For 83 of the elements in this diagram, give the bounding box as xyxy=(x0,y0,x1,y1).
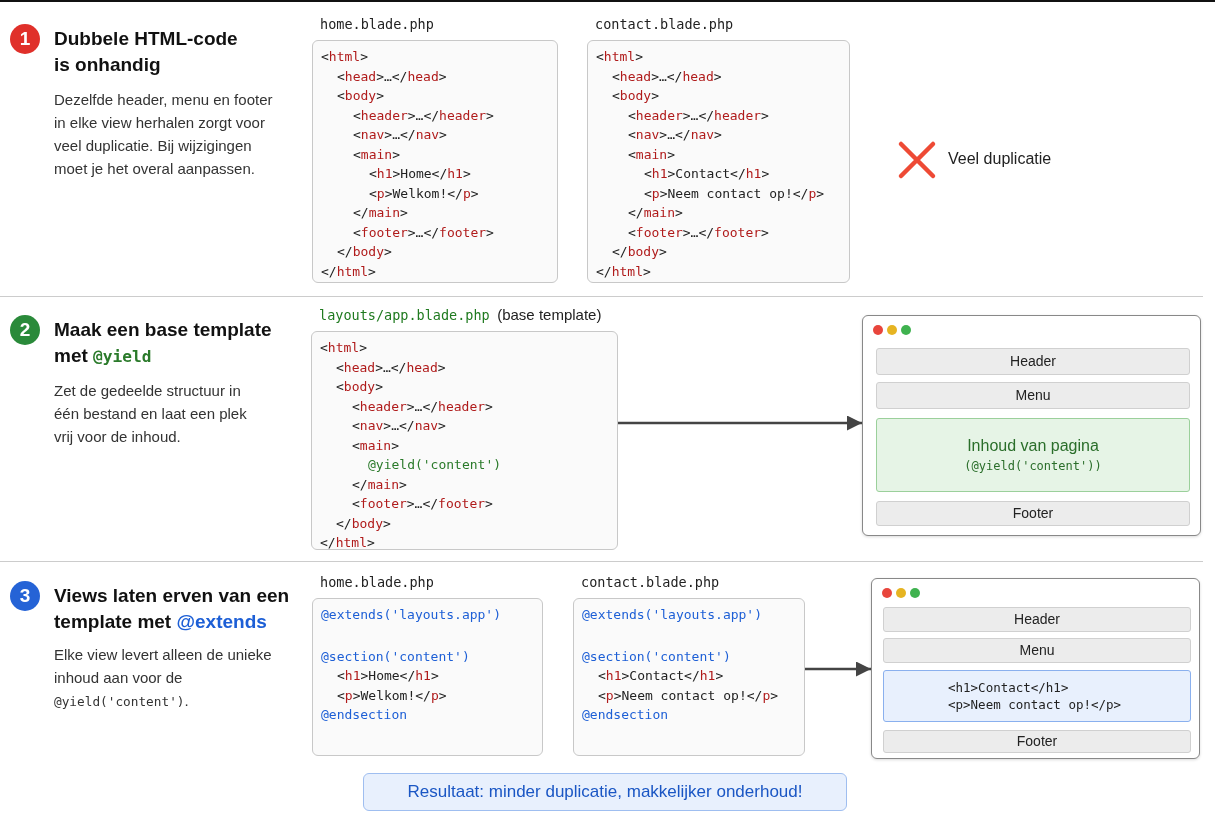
code-line: @endsection xyxy=(582,706,669,724)
code-line: </main> xyxy=(352,475,407,494)
code-line: <nav>…</nav> xyxy=(352,417,446,435)
code-snippet: (@yield('content')) xyxy=(964,458,1102,475)
code-line: <head>…</head> xyxy=(336,358,446,377)
menu-bar: Menu xyxy=(876,382,1190,409)
code-line: </main> xyxy=(353,204,408,222)
code-line: </body> xyxy=(612,243,667,261)
code-line: @section('content') xyxy=(321,647,470,666)
code-line: <h1>Home</h1> xyxy=(337,667,439,685)
header-bar: Header xyxy=(883,607,1191,632)
step-heading: Dubbele HTML-code is onhandig xyxy=(54,27,239,77)
file-name: contact.blade.php xyxy=(581,574,720,590)
footer-bar: Footer xyxy=(876,501,1190,526)
code-line: </main> xyxy=(628,204,683,222)
code-line: <main> xyxy=(353,145,400,164)
code-line: <p>Neem contact op!</p> xyxy=(948,696,1122,713)
result-banner: Resultaat: minder duplicatie, makkelijker onderhoud! xyxy=(363,773,847,811)
code-line: </html> xyxy=(321,262,376,281)
code-line: <p>Neem contact op!</p> xyxy=(644,184,825,203)
header-bar: Header xyxy=(876,348,1190,375)
code-line: </html> xyxy=(320,534,375,552)
code-line: <h1>Home</h1> xyxy=(369,165,471,183)
code-line: </body> xyxy=(336,514,391,533)
footer-bar: Footer xyxy=(883,730,1191,753)
file-note: (base template) xyxy=(497,306,602,323)
code-line: <p>Welkom!</p> xyxy=(369,184,479,203)
code-line: <p>Neem contact op!</p> xyxy=(598,686,779,705)
step-heading: Views laten erven van een template met @extends xyxy=(54,584,291,634)
code-panel xyxy=(573,598,805,756)
content-area xyxy=(876,418,1190,492)
code-panel xyxy=(587,40,850,283)
step-badge: 1 xyxy=(10,24,40,54)
file-name: home.blade.php xyxy=(320,16,434,32)
code-line: </body> xyxy=(337,243,392,261)
step-description: Elke view levert alleen de unieke inhoud aan voor de @yield('content'). xyxy=(54,645,273,711)
file-name: contact.blade.php xyxy=(595,16,734,32)
code-line: <footer>…</footer> xyxy=(628,223,769,242)
code-line: <p>Welkom!</p> xyxy=(337,686,447,705)
menu-bar: Menu xyxy=(883,638,1191,663)
code-line: <head>…</head> xyxy=(612,67,722,86)
code-line: <header>…</header> xyxy=(352,397,493,416)
code-panel xyxy=(312,598,543,756)
browser-window xyxy=(871,578,1200,759)
file-name: home.blade.php xyxy=(320,574,434,590)
code-line: <html> xyxy=(320,339,367,357)
content-title: Inhoud van pagina xyxy=(967,436,1099,456)
code-line: <footer>…</footer> xyxy=(353,223,494,242)
code-line: <head>…</head> xyxy=(337,67,447,86)
code-line: <main> xyxy=(628,145,675,164)
step-badge: 3 xyxy=(10,581,40,611)
code-line: @yield('content') xyxy=(368,456,502,474)
code-line: @endsection xyxy=(321,706,408,724)
code-line: <header>…</header> xyxy=(628,106,769,125)
browser-window xyxy=(862,315,1201,536)
arrow xyxy=(805,661,871,677)
code-line: @extends('layouts.app') xyxy=(582,606,762,624)
status-note: Veel duplicatie xyxy=(948,150,1052,168)
code-line: <html> xyxy=(321,48,368,66)
step-description: Zet de gedeelde structuur in één bestand en laat een plek vrij voor de inhoud. xyxy=(54,381,248,447)
code-line: <body> xyxy=(337,87,384,105)
code-line: <nav>…</nav> xyxy=(628,126,722,144)
step-description: Dezelfde header, menu en footer in elke view herhalen zorgt voor veel duplicatie. Bij wijzigingen moet je het overal aanpassen. xyxy=(54,90,274,179)
step-badge: 2 xyxy=(10,315,40,345)
content-area xyxy=(883,670,1191,722)
code-panel xyxy=(312,40,558,283)
arrow xyxy=(618,415,862,431)
code-line: <footer>…</footer> xyxy=(352,495,493,513)
code-line: </html> xyxy=(596,262,651,281)
code-line: <body> xyxy=(612,87,659,105)
code-line: <h1>Contact</h1> xyxy=(598,667,724,685)
step-heading: Maak een base template met @yield xyxy=(54,318,273,368)
code-line: <h1>Contact</h1> xyxy=(948,679,1069,696)
code-line: <header>…</header> xyxy=(353,106,494,125)
file-name: layouts/app.blade.php xyxy=(319,307,490,323)
code-line: <html> xyxy=(596,48,643,66)
code-line: @section('content') xyxy=(582,647,731,666)
code-line: <body> xyxy=(336,378,383,396)
code-line: <main> xyxy=(352,436,399,455)
code-line: @extends('layouts.app') xyxy=(321,606,501,624)
code-line: <h1>Contact</h1> xyxy=(644,165,770,183)
code-panel xyxy=(311,331,618,550)
code-line: <nav>…</nav> xyxy=(353,126,447,144)
